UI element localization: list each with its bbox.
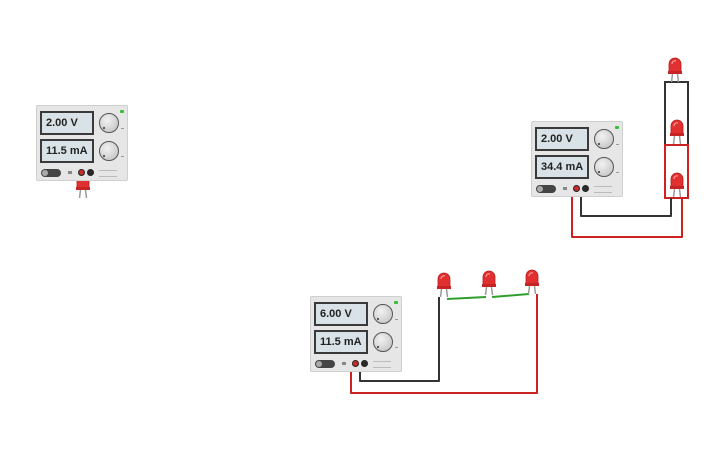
led-c2-1[interactable]	[667, 57, 683, 83]
led-c3-3[interactable]	[524, 269, 540, 295]
voltage-knob[interactable]	[594, 129, 614, 149]
current-knob[interactable]	[594, 157, 614, 177]
wire-c2-loop-bottom	[664, 144, 689, 199]
circuit-3-wires	[350, 293, 538, 394]
power-supply-3[interactable]: 6.00 V 11.5 mA	[310, 296, 402, 372]
power-switch[interactable]	[315, 360, 335, 368]
wire-c3-positive	[350, 294, 538, 394]
brand-plate	[594, 186, 612, 193]
voltage-display: 6.00 V	[314, 302, 368, 326]
knob-tick	[616, 172, 619, 173]
led-c3-2[interactable]	[481, 270, 497, 296]
knob-tick	[395, 319, 398, 320]
power-indicator-light	[615, 126, 619, 129]
ground-marker	[342, 362, 346, 365]
current-display: 34.4 mA	[535, 155, 589, 179]
current-display: 11.5 mA	[40, 139, 94, 163]
knob-tick	[395, 347, 398, 348]
current-knob[interactable]	[373, 332, 393, 352]
led-c3-1[interactable]	[436, 272, 452, 298]
wire-c2-positive	[571, 189, 683, 238]
wire-c3-link-1	[446, 296, 487, 300]
ground-marker	[68, 171, 72, 174]
current-display: 11.5 mA	[314, 330, 368, 354]
power-supply-2[interactable]: 2.00 V 34.4 mA	[531, 121, 623, 197]
circuit-2-wires	[571, 81, 689, 238]
negative-terminal[interactable]	[361, 360, 368, 367]
brand-plate	[99, 170, 117, 177]
negative-terminal[interactable]	[582, 185, 589, 192]
positive-terminal[interactable]	[78, 169, 85, 176]
wire-c3-link-2	[491, 293, 530, 298]
knob-tick	[121, 156, 124, 157]
voltage-knob[interactable]	[99, 113, 119, 133]
power-indicator-light	[394, 301, 398, 304]
power-indicator-light	[120, 110, 124, 113]
wire-c3-negative	[359, 297, 440, 382]
voltage-display: 2.00 V	[40, 111, 94, 135]
power-switch[interactable]	[41, 169, 61, 177]
positive-terminal[interactable]	[352, 360, 359, 367]
current-knob[interactable]	[99, 141, 119, 161]
led-c2-3[interactable]	[669, 172, 685, 198]
negative-terminal[interactable]	[87, 169, 94, 176]
power-switch[interactable]	[536, 185, 556, 193]
knob-tick	[121, 128, 124, 129]
wire-c2-negative	[580, 189, 672, 217]
voltage-knob[interactable]	[373, 304, 393, 324]
power-supply-1[interactable]: 2.00 V 11.5 mA	[36, 105, 128, 181]
brand-plate	[373, 361, 391, 368]
ground-marker	[563, 187, 567, 190]
positive-terminal[interactable]	[573, 185, 580, 192]
voltage-display: 2.00 V	[535, 127, 589, 151]
led-c2-2[interactable]	[669, 119, 685, 145]
knob-tick	[616, 144, 619, 145]
